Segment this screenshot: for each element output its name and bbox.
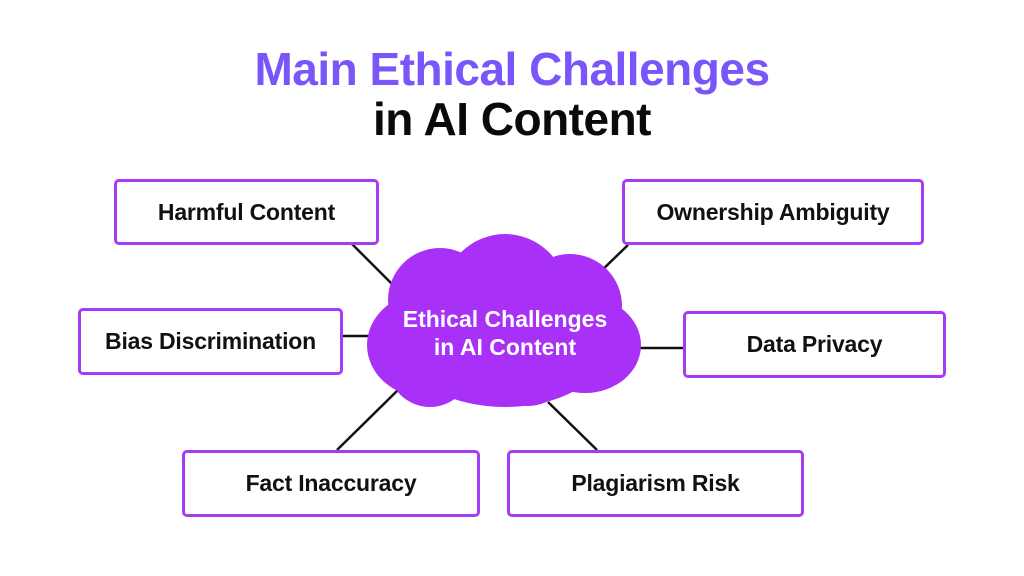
cloud-shape-icon (367, 234, 641, 407)
node-bias-discrimination: Bias Discrimination (78, 308, 343, 375)
node-label: Bias Discrimination (105, 328, 316, 354)
node-label: Fact Inaccuracy (245, 470, 417, 496)
node-harmful-content: Harmful Content (114, 179, 379, 245)
center-topic: Ethical Challenges in AI Content (370, 305, 640, 361)
node-fact-inaccuracy: Fact Inaccuracy (182, 450, 480, 517)
node-label: Harmful Content (157, 198, 336, 225)
node-label: Plagiarism Risk (571, 470, 740, 496)
node-label: Ownership Ambiguity (656, 198, 890, 225)
node-label: Data Privacy (746, 331, 883, 357)
connector-harmful-content (351, 243, 393, 285)
connector-fact-inaccuracy (336, 389, 399, 451)
center-topic-line-2: in AI Content (433, 334, 577, 360)
node-ownership-ambiguity: Ownership Ambiguity (622, 179, 924, 245)
title-line-1: Main Ethical Challenges (254, 43, 770, 95)
connector-plagiarism-risk (547, 401, 598, 451)
center-topic-line-1: Ethical Challenges (402, 306, 608, 332)
node-data-privacy: Data Privacy (683, 311, 946, 378)
title-line-2: in AI Content (373, 93, 651, 145)
node-plagiarism-risk: Plagiarism Risk (507, 450, 804, 517)
